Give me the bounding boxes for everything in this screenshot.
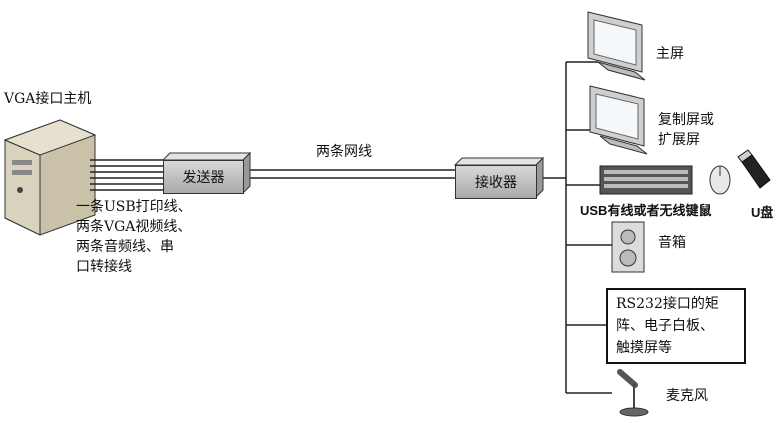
main-screen-label: 主屏 (656, 46, 684, 62)
rs232-devices-box: RS232接口的矩 阵、电子白板、 触摸屏等 (606, 288, 746, 364)
rs232-line: 触摸屏等 (616, 340, 672, 356)
main-monitor-icon (587, 11, 646, 81)
keyboard-mouse-label: USB有线或者无线键鼠 (580, 203, 712, 218)
cable-note: 一条USB打印线、 两条VGA视频线、 两条音频线、串 口转接线 (76, 197, 192, 277)
network-cables (248, 169, 455, 179)
sender-label: 发送器 (182, 170, 225, 186)
rs232-line: 阵、电子白板、 (616, 318, 714, 334)
host-computer-icon (3, 119, 97, 236)
usb-disk-icon (737, 149, 771, 189)
cable-note-line: 两条VGA视频线、 (76, 219, 192, 235)
cable-bundle (90, 159, 163, 191)
network-cable-label: 两条网线 (316, 144, 372, 160)
microphone-icon (617, 369, 649, 417)
speaker-label: 音箱 (658, 235, 686, 251)
receiver-box: 接收器 (455, 165, 537, 199)
microphone-label: 麦克风 (666, 388, 708, 404)
host-title: VGA接口主机 (4, 91, 92, 107)
mouse-icon (709, 165, 731, 195)
second-screen-label: 复制屏或 扩展屏 (658, 110, 714, 150)
cable-note-line: 两条音频线、串 (76, 239, 174, 255)
u-disk-label: U盘 (751, 205, 774, 220)
second-screen-line: 扩展屏 (658, 132, 700, 148)
speaker-icon (611, 221, 645, 273)
sender-box: 发送器 (163, 160, 244, 194)
second-screen-line: 复制屏或 (658, 112, 714, 128)
cable-note-line: 口转接线 (76, 259, 132, 275)
cable-note-line: 一条USB打印线、 (76, 199, 192, 215)
second-monitor-icon (589, 85, 648, 155)
receiver-label: 接收器 (475, 175, 517, 191)
rs232-line: RS232接口的矩 (616, 296, 719, 312)
keyboard-icon (599, 165, 693, 195)
